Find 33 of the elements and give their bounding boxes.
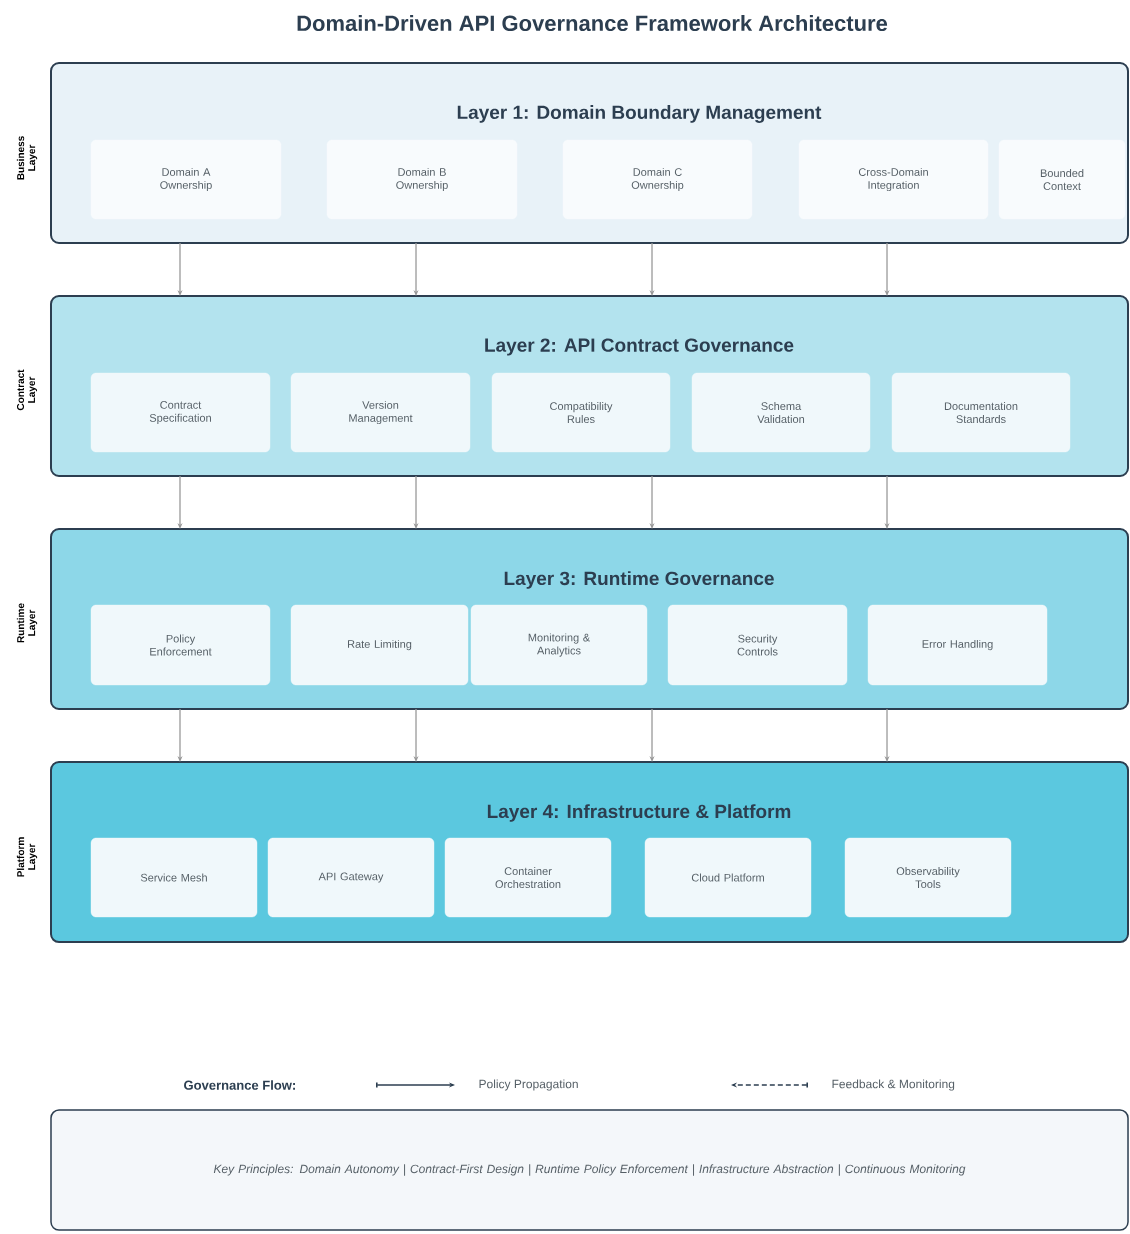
component-box: Bounded Context — [998, 139, 1126, 220]
layer-heading: Layer 4: Infrastructure & Platform — [487, 804, 791, 822]
component-box: Compatibility Rules — [491, 372, 671, 453]
side-label: Contract Layer — [16, 369, 37, 411]
component-box: Security Controls — [667, 604, 848, 686]
side-label: Business Layer — [16, 136, 38, 180]
component-box: API Gateway — [267, 837, 435, 918]
layer-heading: Layer 1: Domain Boundary Management — [457, 105, 822, 123]
component-box: Cross-Domain Integration — [798, 139, 989, 220]
component-box: Monitoring & Analytics — [470, 604, 648, 686]
component-box: Version Management — [290, 372, 471, 453]
component-box: Domain A Ownership — [90, 139, 282, 220]
legend-heading: Governance Flow: — [184, 1080, 295, 1090]
component-box: Domain C Ownership — [562, 139, 753, 220]
component-box: Contract Specification — [90, 372, 271, 453]
layer-heading: Layer 3: Runtime Governance — [504, 571, 774, 589]
component-box: Observability Tools — [844, 837, 1012, 918]
component-box: Service Mesh — [90, 837, 258, 918]
title: Domain-Driven API Governance Framework Architecture — [297, 14, 888, 32]
component-box: Rate Limiting — [290, 604, 469, 686]
side-label: Platform Layer — [16, 837, 38, 877]
side-label: Runtime Layer — [16, 603, 38, 643]
component-box: Documentation Standards — [891, 372, 1071, 453]
component-box: Policy Enforcement — [90, 604, 271, 686]
legend-text: Policy Propagation — [479, 1079, 578, 1091]
component-box: Domain B Ownership — [326, 139, 518, 220]
layer-heading: Layer 2: API Contract Governance — [485, 338, 794, 356]
component-box: Cloud Platform — [644, 837, 812, 918]
component-box: Container Orchestration — [444, 837, 612, 918]
principles-box: Key Principles: Domain Autonomy | Contract-First Design | Runtime Policy Enforcement | Infrastructure Abstraction | Continuous Monitoring — [50, 1109, 1129, 1231]
legend-text: Feedback & Monitoring — [832, 1079, 955, 1091]
component-box: Schema Validation — [691, 372, 871, 453]
component-box: Error Handling — [867, 604, 1048, 686]
